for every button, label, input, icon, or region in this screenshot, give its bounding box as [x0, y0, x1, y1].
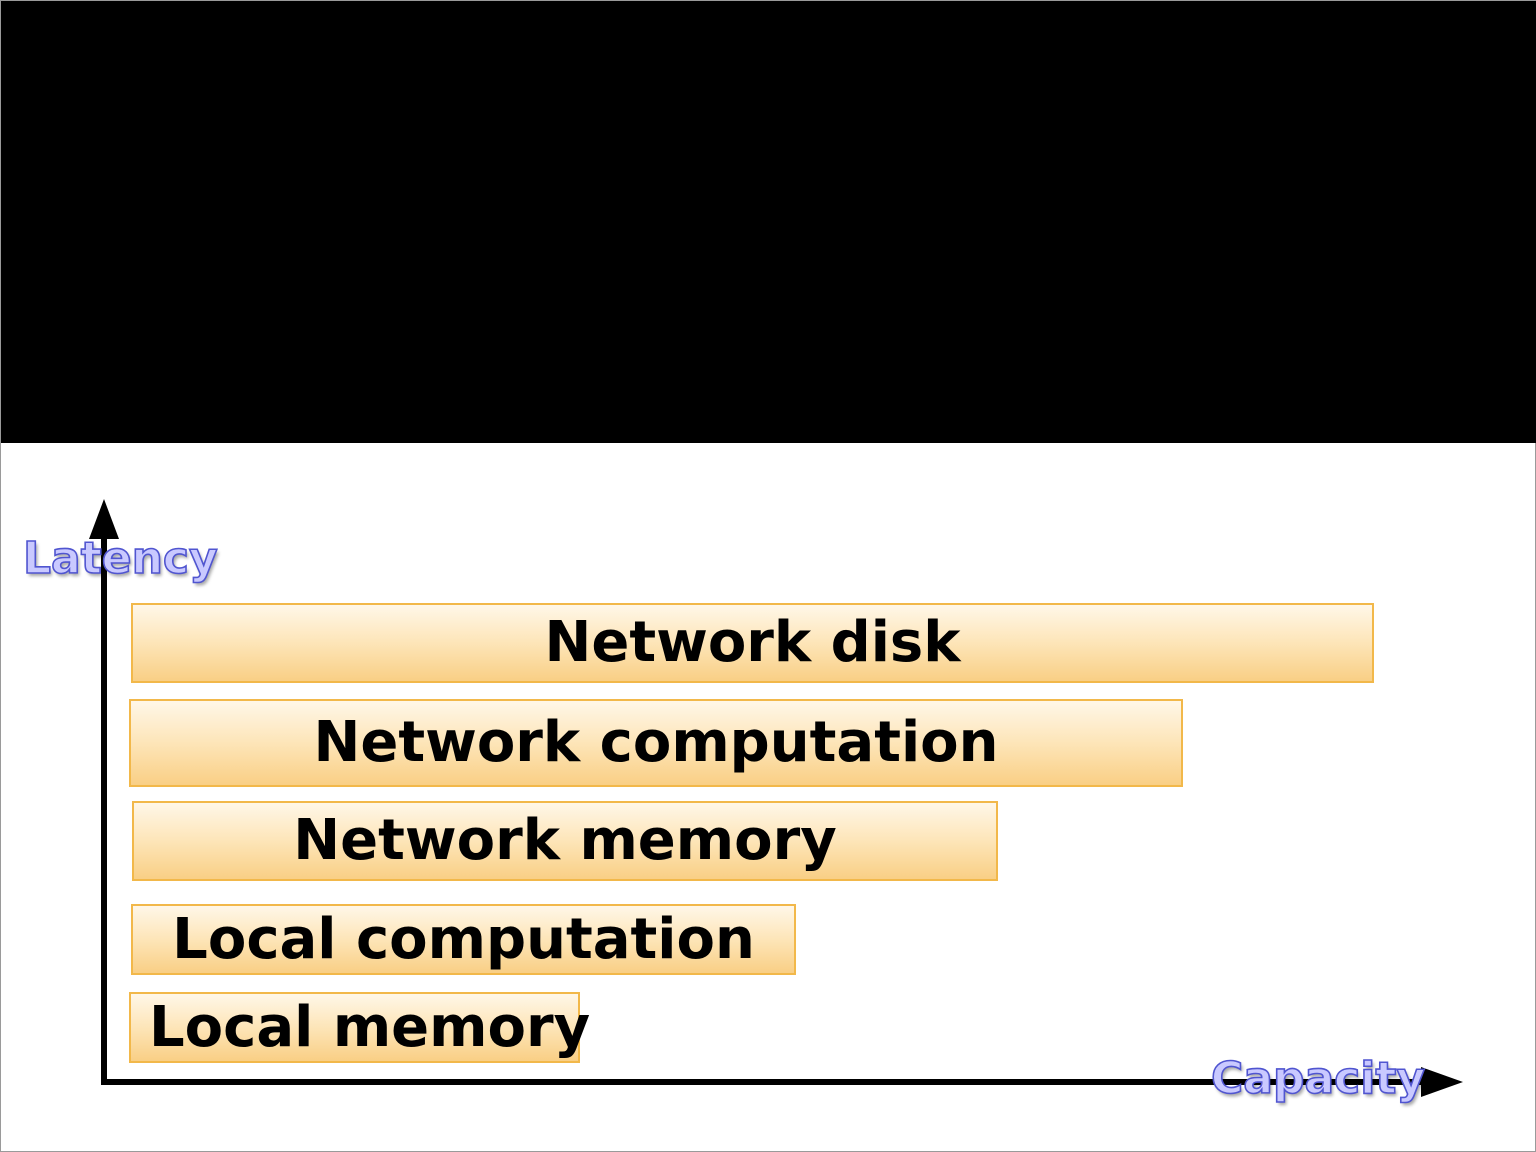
bar-label: Network disk [544, 610, 961, 675]
bar-label: Network memory [293, 808, 837, 873]
bar-network-memory: Network memory [132, 801, 998, 881]
x-axis-arrowhead-icon [1421, 1067, 1463, 1097]
bar-label: Network computation [313, 710, 999, 775]
axes [89, 499, 1463, 1097]
bar-label: Local computation [172, 906, 755, 972]
bar-local-computation: Local computation [131, 904, 796, 975]
bar-label: Local memory [149, 994, 591, 1060]
y-axis-arrowhead-icon [89, 499, 119, 539]
black-header-band [1, 1, 1536, 443]
bar-local-memory: Local memory [129, 992, 590, 1063]
x-axis-label: Capacity [1210, 1053, 1426, 1104]
y-axis-label: Latency [22, 533, 218, 584]
bar-network-disk: Network disk [131, 603, 1374, 683]
bar-network-computation: Network computation [129, 699, 1183, 787]
latency-capacity-diagram: Latency Capacity Network disk Network co… [1, 443, 1536, 1152]
